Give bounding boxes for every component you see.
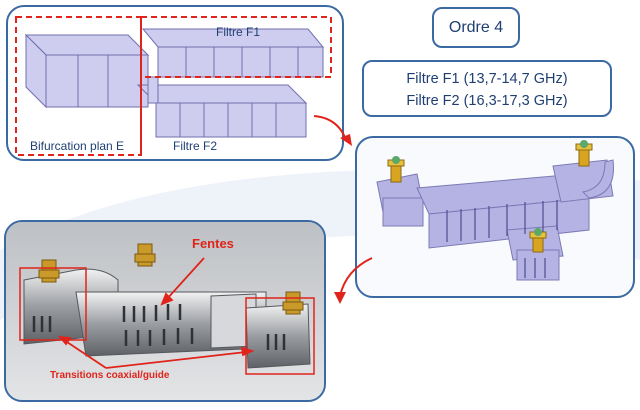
photo-panel: Fentes Transitions coaxial/guide <box>4 220 326 402</box>
device-photo <box>6 222 324 400</box>
waveguide-body <box>24 28 325 138</box>
label-bifurcation: Bifurcation plan E <box>30 139 125 153</box>
schematic-panel: Filtre F1 Filtre F2 Bifurcation plan E <box>6 5 344 161</box>
annotation-arrows <box>57 257 255 369</box>
filter-spec-f1: Filtre F1 (13,7-14,7 GHz) <box>406 71 568 87</box>
waveguide-schematic <box>15 16 332 156</box>
3d-waveguide-model <box>376 140 614 281</box>
label-filter-f2: Filtre F2 <box>173 139 218 153</box>
connector-top-right <box>575 140 593 167</box>
dashed-outlines <box>15 16 332 156</box>
transition-highlights <box>19 267 315 375</box>
filter-spec-f2: Filtre F2 (16,3-17,3 GHz) <box>406 93 568 109</box>
3d-model-panel <box>355 136 635 298</box>
label-transitions: Transitions coaxial/guide <box>50 370 170 381</box>
connector-bottom <box>529 228 547 253</box>
filter-spec-box: Filtre F1 (13,7-14,7 GHz) Filtre F2 (16,… <box>362 60 612 117</box>
connector-left <box>387 156 405 183</box>
order-box: Ordre 4 <box>432 7 520 48</box>
label-filter-f1: Filtre F1 <box>216 25 261 39</box>
label-slots: Fentes <box>192 236 234 251</box>
